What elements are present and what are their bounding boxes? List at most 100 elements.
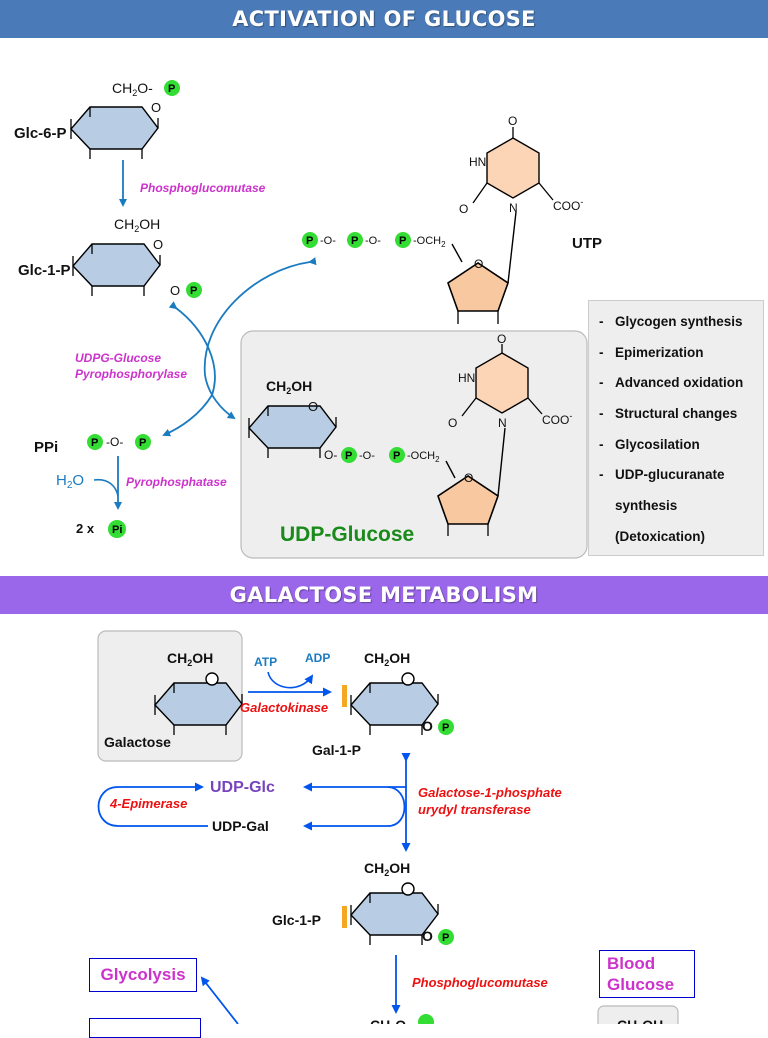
glc6p-label: Glc-6-P bbox=[14, 125, 67, 142]
arrow-glc1p-to-ppi bbox=[162, 301, 216, 437]
water-arrow bbox=[93, 478, 119, 497]
pi-label: Pi bbox=[112, 524, 122, 536]
bridge-o-label: -O- bbox=[106, 435, 123, 449]
fate-item: -Glycosilation bbox=[599, 436, 700, 452]
epimerase-label: 4-Epimerase bbox=[109, 796, 187, 811]
och2-label: -OCH2 bbox=[413, 235, 446, 249]
gal1p-o-label: O bbox=[422, 718, 433, 734]
phosphate-label: P bbox=[345, 450, 352, 462]
uracil-oxygen-label: O bbox=[459, 202, 468, 216]
water-label: H2O bbox=[56, 472, 84, 491]
bridge-o-label: -O- bbox=[365, 235, 381, 247]
pi-icon bbox=[108, 520, 126, 538]
phosphate-label: P bbox=[168, 83, 175, 95]
ring-oxygen-icon bbox=[205, 672, 219, 686]
phosphate-icon bbox=[395, 232, 411, 248]
glc1p2-ch2oh-label: CH2OH bbox=[364, 860, 410, 878]
phosphate-icon bbox=[302, 232, 318, 248]
blood-glucose-label-2: Glucose bbox=[607, 975, 675, 994]
glycolysis-box: Glycolysis bbox=[89, 958, 197, 992]
uracil-n-label: N bbox=[498, 416, 507, 430]
phosphoglucomutase-2-label: Phosphoglucomutase bbox=[412, 975, 548, 990]
ppi-label: PPi bbox=[34, 439, 58, 456]
utp-uracil bbox=[486, 137, 540, 199]
phosphate-label: P bbox=[442, 932, 449, 944]
glc6p-2-ch2o-label: CH2O bbox=[370, 1017, 406, 1024]
uracil-n-label: N bbox=[509, 201, 518, 215]
phosphate-label: P bbox=[139, 437, 146, 449]
phosphoglucomutase-label: Phosphoglucomutase bbox=[140, 181, 266, 195]
utp-label: UTP bbox=[572, 235, 602, 252]
udp-gal-label: UDP-Gal bbox=[212, 818, 269, 834]
uracil-oxygen-label: O bbox=[497, 332, 506, 346]
galactokinase-label: Galactokinase bbox=[240, 700, 328, 715]
uracil-hn-label: HN bbox=[469, 155, 486, 169]
galactose-header: GALACTOSE METABOLISM bbox=[0, 576, 768, 614]
transferase-label-2: urydyl transferase bbox=[418, 802, 531, 817]
blood-glucose-box: Blood Glucose bbox=[599, 950, 695, 998]
phosphate-label: P bbox=[442, 722, 449, 734]
phosphate-label: P bbox=[91, 437, 98, 449]
ring-oxygen-label: O bbox=[153, 237, 163, 252]
ribose-oxygen-label: O bbox=[474, 257, 483, 271]
carboxylate-label: COO- bbox=[542, 411, 572, 427]
transferase-label-1: Galactose-1-phosphate bbox=[418, 785, 562, 800]
glc1p-2-label: Glc-1-P bbox=[272, 912, 321, 928]
phosphate-icon bbox=[438, 929, 454, 945]
blood-glucose-label-1: Blood bbox=[607, 954, 656, 973]
gal1p-ch2oh-label: CH2OH bbox=[364, 650, 410, 668]
activation-header: ACTIVATION OF GLUCOSE bbox=[0, 0, 768, 38]
c4-highlight bbox=[342, 685, 347, 707]
adp-label: ADP bbox=[305, 651, 330, 665]
atp-label: ATP bbox=[254, 655, 277, 669]
two-x-label: 2 x bbox=[76, 521, 95, 536]
phosphate-label: P bbox=[399, 235, 406, 247]
udp-glc-label: UDP-Glc bbox=[210, 779, 275, 796]
galactose-ch2oh-label: CH2OH bbox=[167, 650, 213, 668]
ribose-oxygen-label: O bbox=[464, 471, 473, 485]
ring-oxygen-label: O bbox=[151, 100, 161, 115]
glucose-box bbox=[597, 1005, 679, 1024]
phosphate-icon bbox=[389, 447, 405, 463]
fate-item: -Structural changes bbox=[599, 406, 738, 422]
phosphate-icon bbox=[418, 1014, 434, 1024]
uracil-oxygen-label: O bbox=[508, 114, 517, 128]
glc1p-o-label: O bbox=[170, 283, 180, 298]
udpglc-ch2oh-label: CH2OH bbox=[266, 378, 312, 396]
glc1p-ch2oh-label: CH2OH bbox=[114, 216, 160, 234]
bridge-o-label: -O- bbox=[359, 450, 375, 462]
fate-item-continued: (Detoxication) bbox=[615, 528, 706, 544]
epimerase-loop-arrow bbox=[97, 782, 208, 827]
carboxylate-label: COO- bbox=[553, 197, 583, 213]
ring-oxygen-icon bbox=[401, 672, 415, 686]
phosphate-icon bbox=[347, 232, 363, 248]
bridge-o-label: -O- bbox=[320, 235, 336, 247]
glycolysis-label: Glycolysis bbox=[100, 965, 186, 984]
glc1p-ring bbox=[72, 243, 161, 297]
arrow-to-glycolysis bbox=[200, 976, 239, 1024]
galactose-label: Galactose bbox=[104, 734, 171, 750]
och2-label: -OCH2 bbox=[407, 450, 440, 464]
fate-item: -Epimerization bbox=[599, 344, 704, 360]
ring-oxygen-label: O bbox=[308, 399, 318, 414]
udp-glucose-fates-list: -Glycogen synthesis -Epimerization -Adva… bbox=[588, 300, 764, 556]
phosphate-label: P bbox=[190, 285, 197, 297]
pyrophosphatase-label: Pyrophosphatase bbox=[126, 475, 227, 489]
glc6p-ring bbox=[70, 106, 159, 160]
uracil-oxygen-label: O bbox=[448, 416, 457, 430]
ring-oxygen-icon bbox=[401, 882, 415, 896]
phosphate-icon bbox=[341, 447, 357, 463]
arrow-utp-to-udpglucose bbox=[203, 257, 317, 420]
udpg-pyrophosphorylase-label-2: Pyrophosphorylase bbox=[75, 367, 187, 381]
glc1p-label: Glc-1-P bbox=[18, 262, 71, 279]
phosphate-label: P bbox=[351, 235, 358, 247]
glucose-ch2oh-label: CH2OH bbox=[617, 1017, 663, 1024]
glc6p-ch2o-label: CH2O- bbox=[112, 80, 153, 98]
fate-item-continued: synthesis bbox=[615, 498, 678, 514]
glc1p2-o-label: O bbox=[422, 928, 433, 944]
fate-item: -Advanced oxidation bbox=[599, 375, 744, 391]
phosphate-icon bbox=[164, 80, 180, 96]
phosphate-label: P bbox=[306, 235, 313, 247]
gal1p-label: Gal-1-P bbox=[312, 742, 361, 758]
